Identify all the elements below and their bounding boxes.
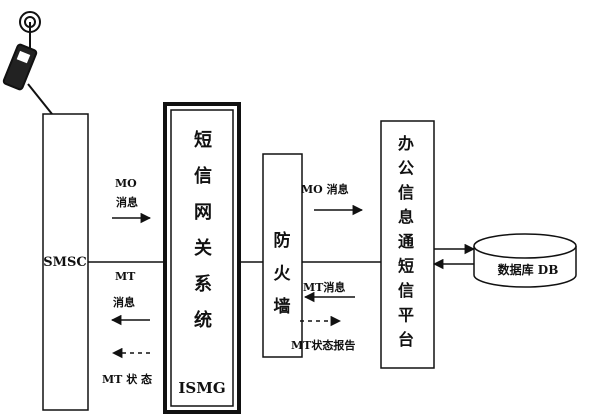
- ismg-box: [163, 102, 241, 414]
- platform-box: [380, 120, 435, 369]
- mo-label-line1: MO: [115, 177, 137, 190]
- ismg-chars-char: 短: [194, 129, 212, 151]
- platform-chars-char: 公: [398, 159, 414, 178]
- mt-label-line1: MT: [115, 270, 136, 283]
- platform-chars-char: 短: [398, 257, 414, 276]
- mt-label-line2: 消息: [113, 295, 135, 309]
- platform-chars-char: 息: [398, 208, 414, 227]
- mobile-phone-icon: [2, 11, 53, 115]
- firewall-chars: 防火墙: [274, 230, 292, 317]
- ismg-chars-char: 信: [194, 165, 212, 187]
- mo-fw-label: MO 消息: [301, 182, 349, 196]
- mt-status-label: MT 状 态: [102, 372, 152, 386]
- platform-chars-char: 通: [398, 232, 414, 251]
- firewall-box: [262, 153, 303, 358]
- platform-chars-char: 办: [398, 134, 414, 153]
- firewall-chars-char: 防: [274, 230, 291, 251]
- platform-chars-char: 信: [398, 281, 414, 300]
- ismg-chars-char: 统: [194, 309, 212, 331]
- platform-chars-char: 平: [398, 306, 414, 325]
- ismg-chars-char: 关: [194, 237, 212, 259]
- smsc-box: [42, 113, 89, 411]
- firewall-chars-char: 火: [274, 264, 292, 284]
- firewall-chars-char: 墙: [274, 296, 291, 317]
- ismg-label: ISMG: [178, 379, 225, 397]
- mo-label-line2: 消息: [116, 195, 138, 209]
- mt-fw-label: MT消息: [303, 280, 345, 294]
- platform-chars-char: 台: [398, 330, 414, 349]
- smsc-label: SMSC: [43, 255, 87, 270]
- ismg-chars-char: 系: [194, 274, 212, 295]
- database-cylinder: [473, 233, 577, 288]
- mt-status-report-label: MT状态报告: [291, 338, 355, 352]
- platform-chars-char: 信: [398, 183, 414, 202]
- database-label: 数据库 DB: [498, 262, 559, 277]
- ismg-chars-char: 网: [194, 202, 212, 223]
